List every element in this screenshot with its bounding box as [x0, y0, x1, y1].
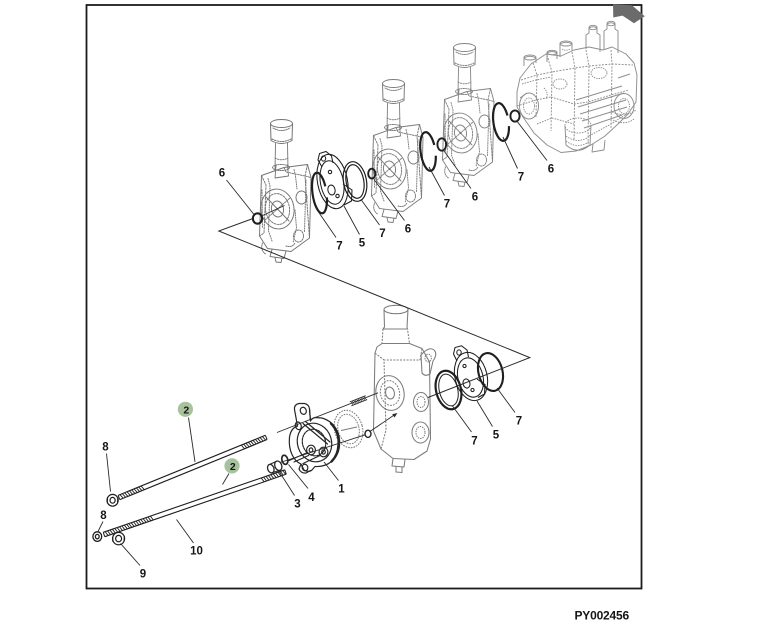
svg-text:1: 1 — [338, 484, 345, 496]
svg-text:7: 7 — [336, 241, 342, 253]
svg-text:7: 7 — [518, 172, 524, 184]
svg-text:7: 7 — [379, 228, 385, 240]
svg-text:3: 3 — [294, 499, 300, 511]
svg-text:7: 7 — [444, 199, 450, 211]
svg-text:PY002456: PY002456 — [575, 609, 630, 623]
svg-text:7: 7 — [471, 436, 477, 448]
svg-text:6: 6 — [472, 192, 478, 204]
svg-text:6: 6 — [405, 224, 411, 236]
svg-text:4: 4 — [308, 492, 315, 504]
svg-text:2: 2 — [230, 461, 236, 473]
svg-text:10: 10 — [190, 546, 203, 558]
svg-text:7: 7 — [516, 416, 522, 428]
svg-text:8: 8 — [100, 510, 107, 522]
svg-text:2: 2 — [183, 405, 189, 417]
svg-text:5: 5 — [359, 238, 366, 250]
svg-text:8: 8 — [102, 442, 109, 454]
svg-text:6: 6 — [219, 168, 225, 180]
svg-text:6: 6 — [548, 164, 554, 176]
svg-text:5: 5 — [493, 430, 500, 442]
svg-text:9: 9 — [140, 569, 146, 581]
